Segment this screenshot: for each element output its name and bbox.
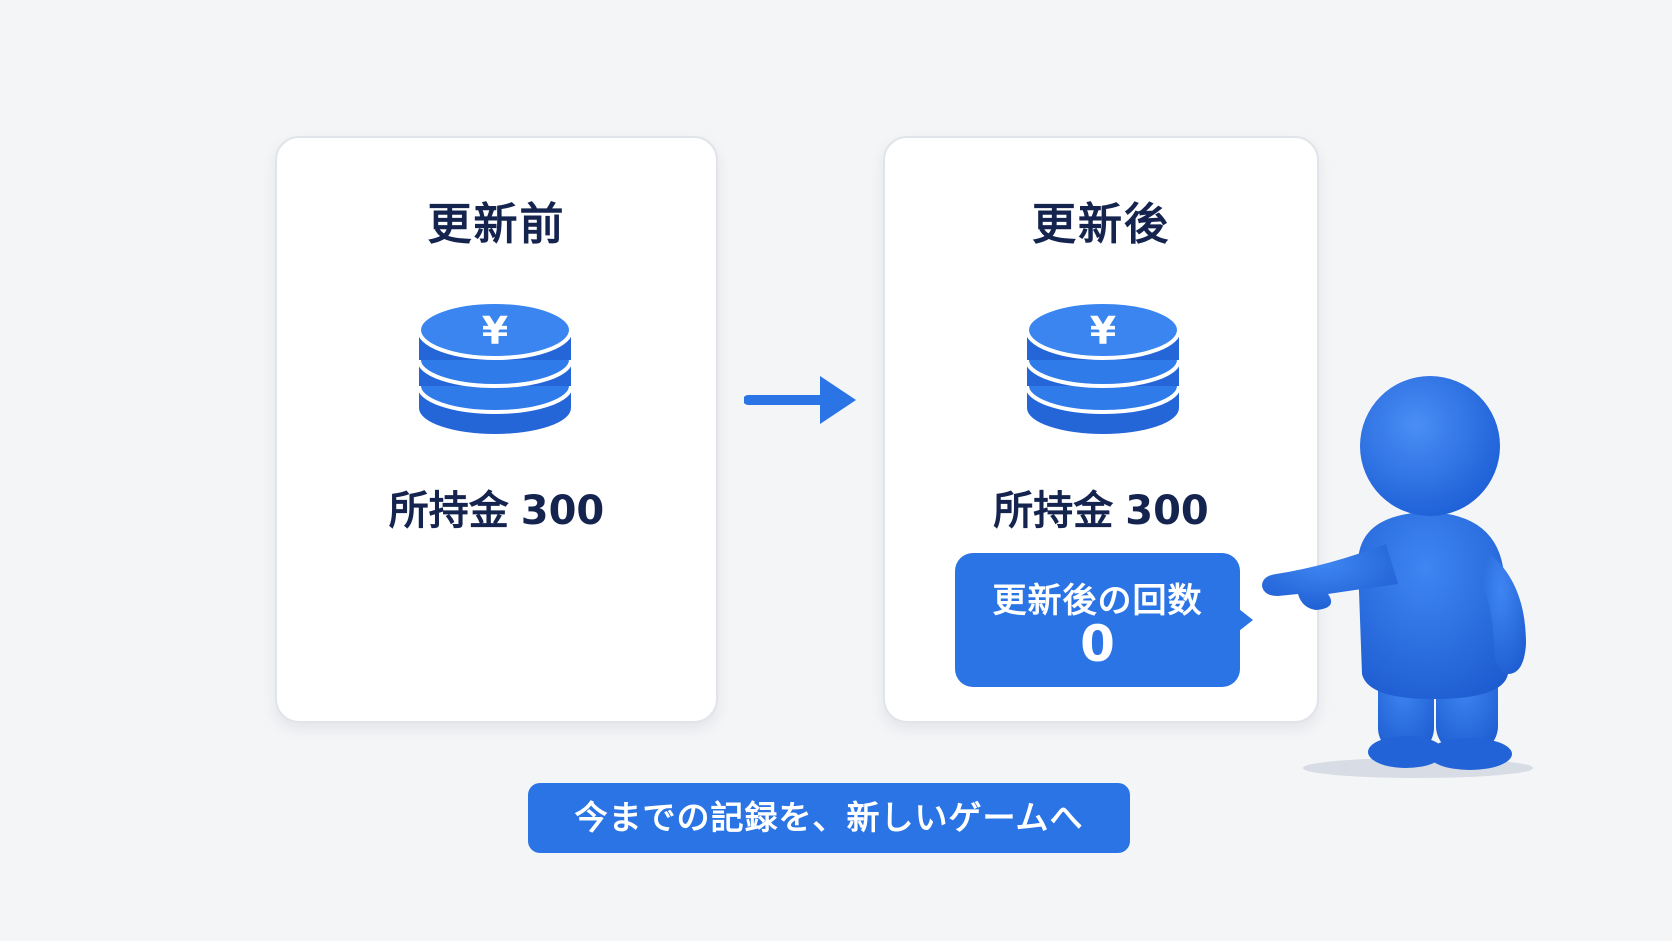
svg-text:¥: ¥ xyxy=(482,309,508,353)
update-count-box: 更新後の回数 0 xyxy=(955,553,1253,687)
money-label: 所持金 xyxy=(993,488,1114,534)
money-value: 300 xyxy=(520,488,605,534)
yen-coin-stack-icon: ¥ xyxy=(417,300,573,434)
update-count-value: 0 xyxy=(1080,615,1115,673)
caption-banner: 今までの記録を、新しいゲームへ xyxy=(528,783,1130,853)
money-label: 所持金 xyxy=(388,488,509,534)
pointing-mascot-figure xyxy=(1262,376,1533,778)
money-value: 300 xyxy=(1125,488,1209,534)
arrow-right-icon xyxy=(744,376,856,424)
update-count-label: 更新後の回数 xyxy=(992,581,1203,621)
yen-coin-stack-icon: ¥ xyxy=(1025,300,1181,434)
svg-text:¥: ¥ xyxy=(1090,309,1116,353)
card-title-after: 更新後 xyxy=(1032,199,1170,250)
card-title-before: 更新前 xyxy=(427,199,566,250)
